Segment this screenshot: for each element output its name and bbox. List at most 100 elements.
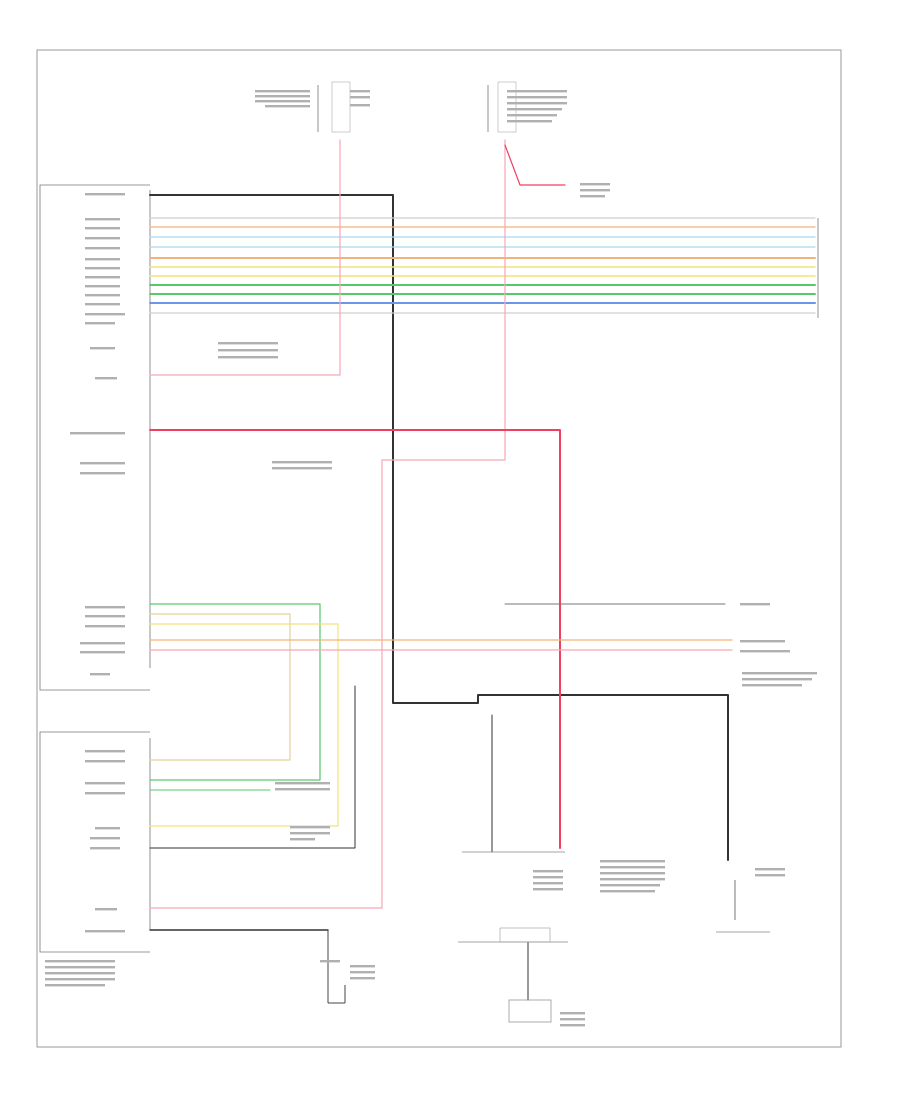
fine-print-mark bbox=[350, 971, 375, 974]
fine-print-mark bbox=[218, 349, 278, 352]
fine-print-mark bbox=[742, 678, 812, 681]
fine-print-mark bbox=[85, 227, 120, 230]
fine-print-mark bbox=[507, 120, 552, 123]
fine-print-mark bbox=[290, 838, 315, 841]
fine-print-mark bbox=[85, 303, 120, 306]
fuse-left bbox=[331, 81, 351, 133]
fine-print-mark bbox=[85, 237, 120, 240]
wire-power-feed-15 bbox=[149, 429, 561, 849]
fine-print-mark bbox=[85, 294, 120, 297]
fine-print-mark bbox=[600, 872, 665, 875]
fine-print-mark bbox=[85, 750, 125, 753]
fine-print-mark bbox=[85, 218, 120, 221]
fine-print-mark bbox=[45, 972, 115, 975]
fine-print-mark bbox=[85, 606, 125, 609]
fine-print-mark bbox=[560, 1012, 585, 1015]
fine-print-mark bbox=[80, 462, 125, 465]
fine-print-mark bbox=[600, 878, 665, 881]
fine-print-mark bbox=[85, 930, 125, 933]
antenna-amplifier-box bbox=[508, 999, 552, 1023]
fine-print-mark bbox=[533, 882, 563, 885]
fine-print-mark bbox=[740, 640, 785, 643]
fine-print-mark bbox=[85, 313, 125, 316]
fine-print-mark bbox=[85, 285, 120, 288]
wire-audio-wire-3-18 bbox=[149, 623, 339, 827]
fine-print-mark bbox=[85, 276, 120, 279]
fine-print-mark bbox=[600, 890, 655, 893]
fine-print-mark bbox=[560, 1018, 585, 1021]
fine-print-mark bbox=[507, 108, 562, 111]
fine-print-mark bbox=[320, 960, 340, 963]
fine-print-mark bbox=[95, 908, 117, 911]
fine-print-mark bbox=[80, 642, 125, 645]
lower-module-outline bbox=[39, 731, 150, 953]
fine-print-mark bbox=[85, 267, 120, 270]
fine-print-mark bbox=[255, 90, 310, 93]
fine-print-mark bbox=[533, 876, 563, 879]
illegible-labels bbox=[45, 90, 817, 1027]
fine-print-mark bbox=[533, 870, 563, 873]
fine-print-mark bbox=[742, 684, 802, 687]
wire-fuse-right-feed-13 bbox=[149, 139, 506, 909]
fine-print-mark bbox=[45, 984, 105, 987]
fine-print-mark bbox=[45, 960, 115, 963]
fine-print-mark bbox=[507, 102, 567, 105]
fine-print-mark bbox=[290, 826, 330, 829]
fine-print-mark bbox=[580, 183, 610, 186]
fine-print-mark bbox=[350, 965, 375, 968]
fine-print-mark bbox=[742, 672, 817, 675]
fine-print-mark bbox=[507, 90, 567, 93]
fine-print-mark bbox=[90, 673, 110, 676]
wire-antenna-signal-0 bbox=[149, 194, 729, 861]
radio-module-outline bbox=[39, 184, 150, 691]
fine-print-mark bbox=[533, 888, 563, 891]
fine-print-mark bbox=[255, 95, 310, 98]
fine-print-mark bbox=[70, 432, 125, 435]
fine-print-mark bbox=[80, 651, 125, 654]
fine-print-mark bbox=[507, 114, 557, 117]
fine-print-mark bbox=[580, 189, 610, 192]
fine-print-mark bbox=[45, 978, 115, 981]
fine-print-mark bbox=[95, 827, 120, 830]
fine-print-mark bbox=[272, 467, 332, 470]
fine-print-mark bbox=[90, 837, 120, 840]
wires-layer bbox=[149, 139, 816, 1001]
fine-print-mark bbox=[218, 356, 278, 359]
fine-print-mark bbox=[290, 832, 330, 835]
wire-fuse-right-feed-14 bbox=[504, 144, 566, 186]
fine-print-mark bbox=[85, 322, 115, 325]
wire-battery-feed-12 bbox=[149, 139, 341, 376]
fine-print-mark bbox=[85, 782, 125, 785]
wire-audio-wire-1-16 bbox=[149, 603, 321, 781]
fine-print-mark bbox=[95, 377, 117, 380]
fine-print-mark bbox=[740, 603, 770, 606]
wire-lower-module-battery-21 bbox=[149, 685, 356, 849]
fine-print-mark bbox=[350, 104, 370, 107]
fine-print-mark bbox=[350, 96, 370, 99]
ground-symbol-bottom bbox=[327, 930, 346, 1004]
fine-print-mark bbox=[85, 258, 120, 261]
fuse-right bbox=[497, 81, 517, 133]
fine-print-mark bbox=[350, 977, 375, 980]
ground-symbol-center bbox=[458, 851, 568, 943]
fine-print-mark bbox=[755, 868, 785, 871]
fine-print-mark bbox=[272, 461, 332, 464]
fine-print-mark bbox=[265, 105, 310, 108]
fine-print-mark bbox=[755, 874, 785, 877]
ground-symbol-right bbox=[716, 880, 770, 933]
fine-print-mark bbox=[600, 884, 660, 887]
fine-print-mark bbox=[275, 788, 330, 791]
fine-print-mark bbox=[85, 193, 125, 196]
fine-print-mark bbox=[85, 615, 125, 618]
fine-print-mark bbox=[85, 792, 125, 795]
fine-print-mark bbox=[85, 760, 125, 763]
wire-audio-wire-2-17 bbox=[149, 613, 291, 761]
fine-print-mark bbox=[600, 860, 665, 863]
fine-print-mark bbox=[507, 96, 567, 99]
fine-print-mark bbox=[275, 782, 330, 785]
fine-print-mark bbox=[580, 195, 605, 198]
fine-print-mark bbox=[255, 100, 310, 103]
fine-print-mark bbox=[350, 90, 370, 93]
